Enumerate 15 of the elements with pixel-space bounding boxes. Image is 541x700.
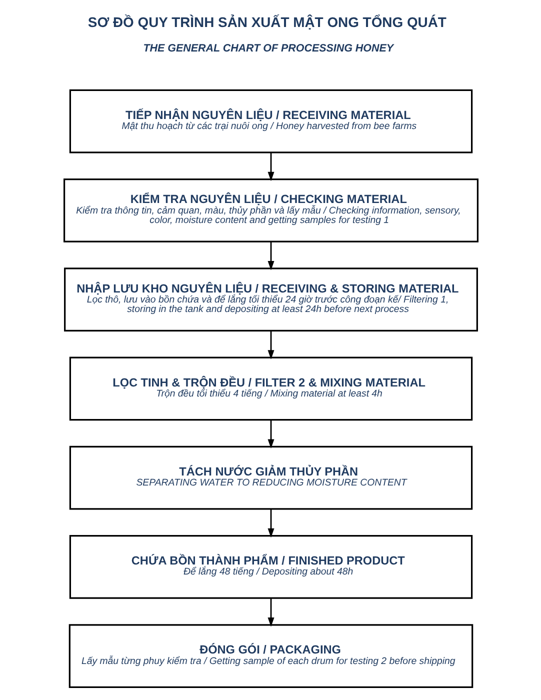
- node-box: KIỂM TRA NGUYÊN LIỆU / CHECKING MATERIAL Kiểm tra thông tin, cảm quan, màu, thủy phần và lấy mẫu / Checking information, sensory, color, moisture content and getting samples for testing 1: [63, 178, 478, 242]
- node-box: TIẾP NHẬN NGUYÊN LIỆU / RECEIVING MATERIAL Mật thu hoạch từ các trại nuôi ong / Honey harvested from bee farms: [68, 89, 472, 154]
- arrow: [267, 331, 274, 360]
- arrow: [267, 242, 274, 270]
- node-box: CHỨA BỒN THÀNH PHẨM / FINISHED PRODUCT Để lắng 48 tiếng / Depositing about 48h: [68, 534, 472, 599]
- arrow: [267, 598, 274, 627]
- diagram-title: SƠ ĐỒ QUY TRÌNH SẢN XUẤT MẬT ONG TỔNG QUÁT: [87, 14, 446, 30]
- node-box: TÁCH NƯỚC GIẢM THỦY PHẦN SEPARATING WATER TO REDUCING MOISTURE CONTENT: [68, 446, 472, 510]
- node-box: LỌC TINH & TRỘN ĐỀU / FILTER 2 & MIXING MATERIAL Trộn đều tối thiểu 4 tiếng / Mixing material at least 4h: [68, 356, 472, 421]
- arrow: [267, 509, 274, 538]
- node-box: NHẬP LƯU KHO NGUYÊN LIỆU / RECEIVING & STORING MATERIAL Lọc thô, lưu vào bồn chứa và để lắng tối thiểu 24 giờ trước công đoạn kế/ Filtering 1, storing in the tank and depositing at least 24h before next process: [64, 268, 478, 332]
- label: THE GENERAL CHART OF PROCESSING HONEY: [142, 42, 394, 54]
- node-box: ĐÓNG GÓI / PACKAGING Lấy mẫu từng phuy kiểm tra / Getting sample of each drum for testing 2 before shipping: [68, 624, 473, 688]
- arrow: [267, 420, 274, 449]
- arrow: [267, 152, 274, 182]
